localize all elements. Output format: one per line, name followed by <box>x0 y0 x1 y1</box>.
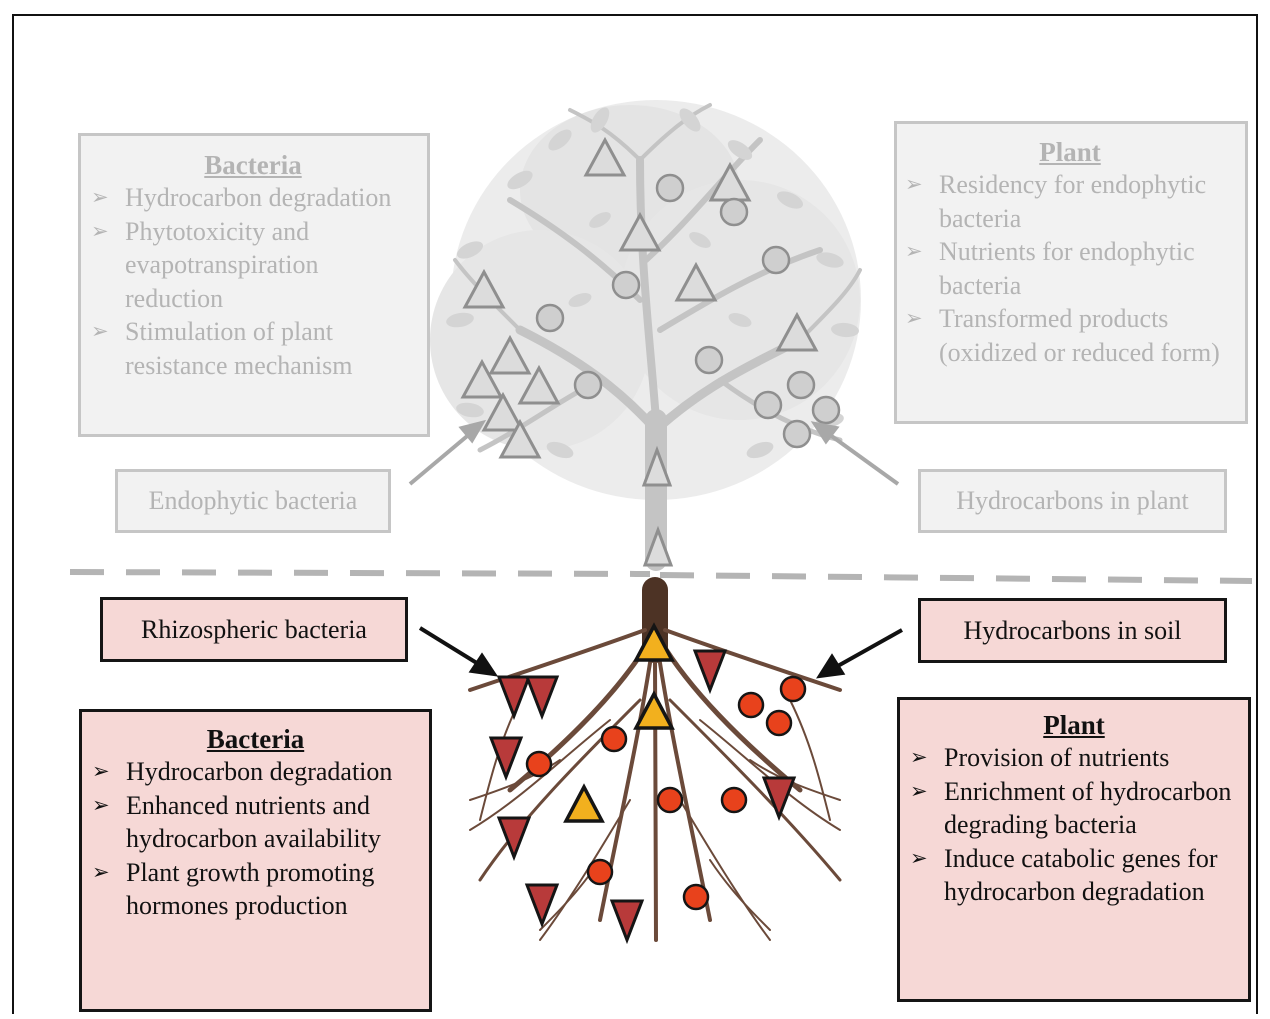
tree-leaves <box>446 107 859 459</box>
root-endophyte-triangle <box>633 622 675 662</box>
figure-frame <box>12 14 1258 1014</box>
endophyte-triangle <box>498 418 542 459</box>
endophytic-arrowhead <box>458 419 487 444</box>
soil-hydrocarbon-circle <box>765 709 793 737</box>
plant-hydrocarbon-circle <box>786 370 816 400</box>
rhizo-triangle <box>488 736 524 782</box>
soil-hydrocarbon-circle <box>656 786 684 814</box>
rhizo-triangle <box>524 883 560 929</box>
root-endophyte-triangle <box>633 690 675 730</box>
plant-hydrocarbon-circle <box>719 197 749 227</box>
list-item: Hydrocarbon degradation <box>85 181 421 215</box>
endophyte-triangle <box>462 268 506 309</box>
rhizo-triangle <box>524 675 560 721</box>
hydrocarbons-in-plant-label: Hydrocarbons in plant <box>918 469 1227 533</box>
root-endophyte-triangle <box>563 783 605 823</box>
function-list: Hydrocarbon degradation Phytotoxicity an… <box>85 181 421 382</box>
hydrocarbons-in-plant-markers <box>535 173 841 449</box>
rhizospheric-bacteria-functions-box: Bacteria Hydrocarbon degradation Enhance… <box>79 709 432 1012</box>
endophyte-triangle <box>460 358 504 399</box>
rhizospheric-arrowhead <box>468 652 499 677</box>
plant-hydrocarbon-circle <box>655 173 685 203</box>
rhizospheric-bacteria-label: Rhizospheric bacteria <box>100 597 408 662</box>
endophyte-triangle <box>517 364 561 405</box>
endophyte-triangle <box>583 136 627 177</box>
plant-hydrocarbon-circle <box>761 245 791 275</box>
function-list: Provision of nutrients Enrichment of hyd… <box>904 741 1244 909</box>
soil-hydrocarbon-circle <box>525 750 553 778</box>
rhizo-triangle <box>496 816 532 862</box>
endophyte-triangle <box>481 391 525 432</box>
box-title: Bacteria <box>204 150 302 180</box>
rhizospheric-bacteria-markers <box>488 649 797 945</box>
plant-hydrocarbon-circle <box>535 303 565 333</box>
endophyte-triangle <box>618 211 662 252</box>
plant-hydrocarbon-circle <box>611 270 641 300</box>
endophytic-bacteria-functions-box: Bacteria Hydrocarbon degradation Phytoto… <box>78 133 430 437</box>
endophyte-triangle <box>775 311 819 352</box>
hydrocarbons-plant-arrowhead <box>810 421 840 445</box>
soil-hydrocarbon-circle <box>682 883 710 911</box>
plant-hydrocarbon-circle <box>782 419 812 449</box>
soil-hydrocarbon-circle <box>586 858 614 886</box>
list-item: Transformed products (oxidized or reduce… <box>899 302 1241 369</box>
above-ground-arrows <box>408 419 900 486</box>
list-item: Plant growth promoting hormones producti… <box>86 856 425 923</box>
plant-functions-below-box: Plant Provision of nutrients Enrichment … <box>897 697 1251 1002</box>
endophytic-bacteria-markers <box>460 136 819 567</box>
plant-hydrocarbon-circle <box>811 395 841 425</box>
box-title: Plant <box>1039 137 1101 167</box>
list-item: Enhanced nutrients and hydrocarbon avail… <box>86 789 425 856</box>
list-item: Provision of nutrients <box>904 741 1244 775</box>
soil-hydrocarbon-circle <box>720 786 748 814</box>
hydrocarbons-soil-arrowhead <box>816 653 846 679</box>
soil-hydrocarbon-circle <box>600 725 628 753</box>
endophytic-bacteria-label: Endophytic bacteria <box>115 469 391 533</box>
list-item: Enrichment of hydrocarbon degrading bact… <box>904 775 1244 842</box>
rhizospheric-arrow <box>418 626 482 667</box>
list-item: Hydrocarbon degradation <box>86 755 425 789</box>
hydrocarbons-soil-arrow <box>835 628 903 669</box>
rhizo-triangle <box>761 776 797 822</box>
list-item: Induce catabolic genes for hydrocarbon d… <box>904 842 1244 909</box>
plant-hydrocarbon-circle <box>573 370 603 400</box>
function-list: Residency for endophytic bacteria Nutrie… <box>899 168 1241 369</box>
endophyte-triangle <box>642 525 674 567</box>
below-ground-arrows <box>418 626 903 679</box>
function-list: Hydrocarbon degradation Enhanced nutrien… <box>86 755 425 923</box>
soil-hydrocarbon-circle <box>737 691 765 719</box>
box-title: Bacteria <box>206 724 305 754</box>
plant-hydrocarbon-circle <box>694 345 724 375</box>
endophyte-triangle <box>674 261 718 302</box>
list-item: Stimulation of plant resistance mechanis… <box>85 315 421 382</box>
endophyte-triangle <box>641 445 673 487</box>
list-item: Nutrients for endophytic bacteria <box>899 235 1241 302</box>
soil-hydrocarbon-circle <box>779 675 807 703</box>
list-item: Residency for endophytic bacteria <box>899 168 1241 235</box>
ground-line <box>69 569 1253 584</box>
hydrocarbons-in-soil-label: Hydrocarbons in soil <box>918 598 1227 663</box>
endophytic-arrow <box>408 430 474 486</box>
root-endophyte-markers <box>563 622 675 823</box>
rhizo-triangle <box>609 899 645 945</box>
plant-hydrocarbon-circle <box>753 390 783 420</box>
rhizo-triangle <box>692 649 728 695</box>
plant-functions-above-box: Plant Residency for endophytic bacteria … <box>894 121 1248 424</box>
hydrocarbons-plant-arrow <box>824 430 900 486</box>
hydrocarbons-in-soil-markers <box>525 675 807 911</box>
box-title: Plant <box>1043 710 1105 740</box>
list-item: Phytotoxicity and evapotranspiration red… <box>85 215 421 316</box>
rhizo-triangle <box>496 675 532 721</box>
endophyte-triangle <box>488 334 532 375</box>
